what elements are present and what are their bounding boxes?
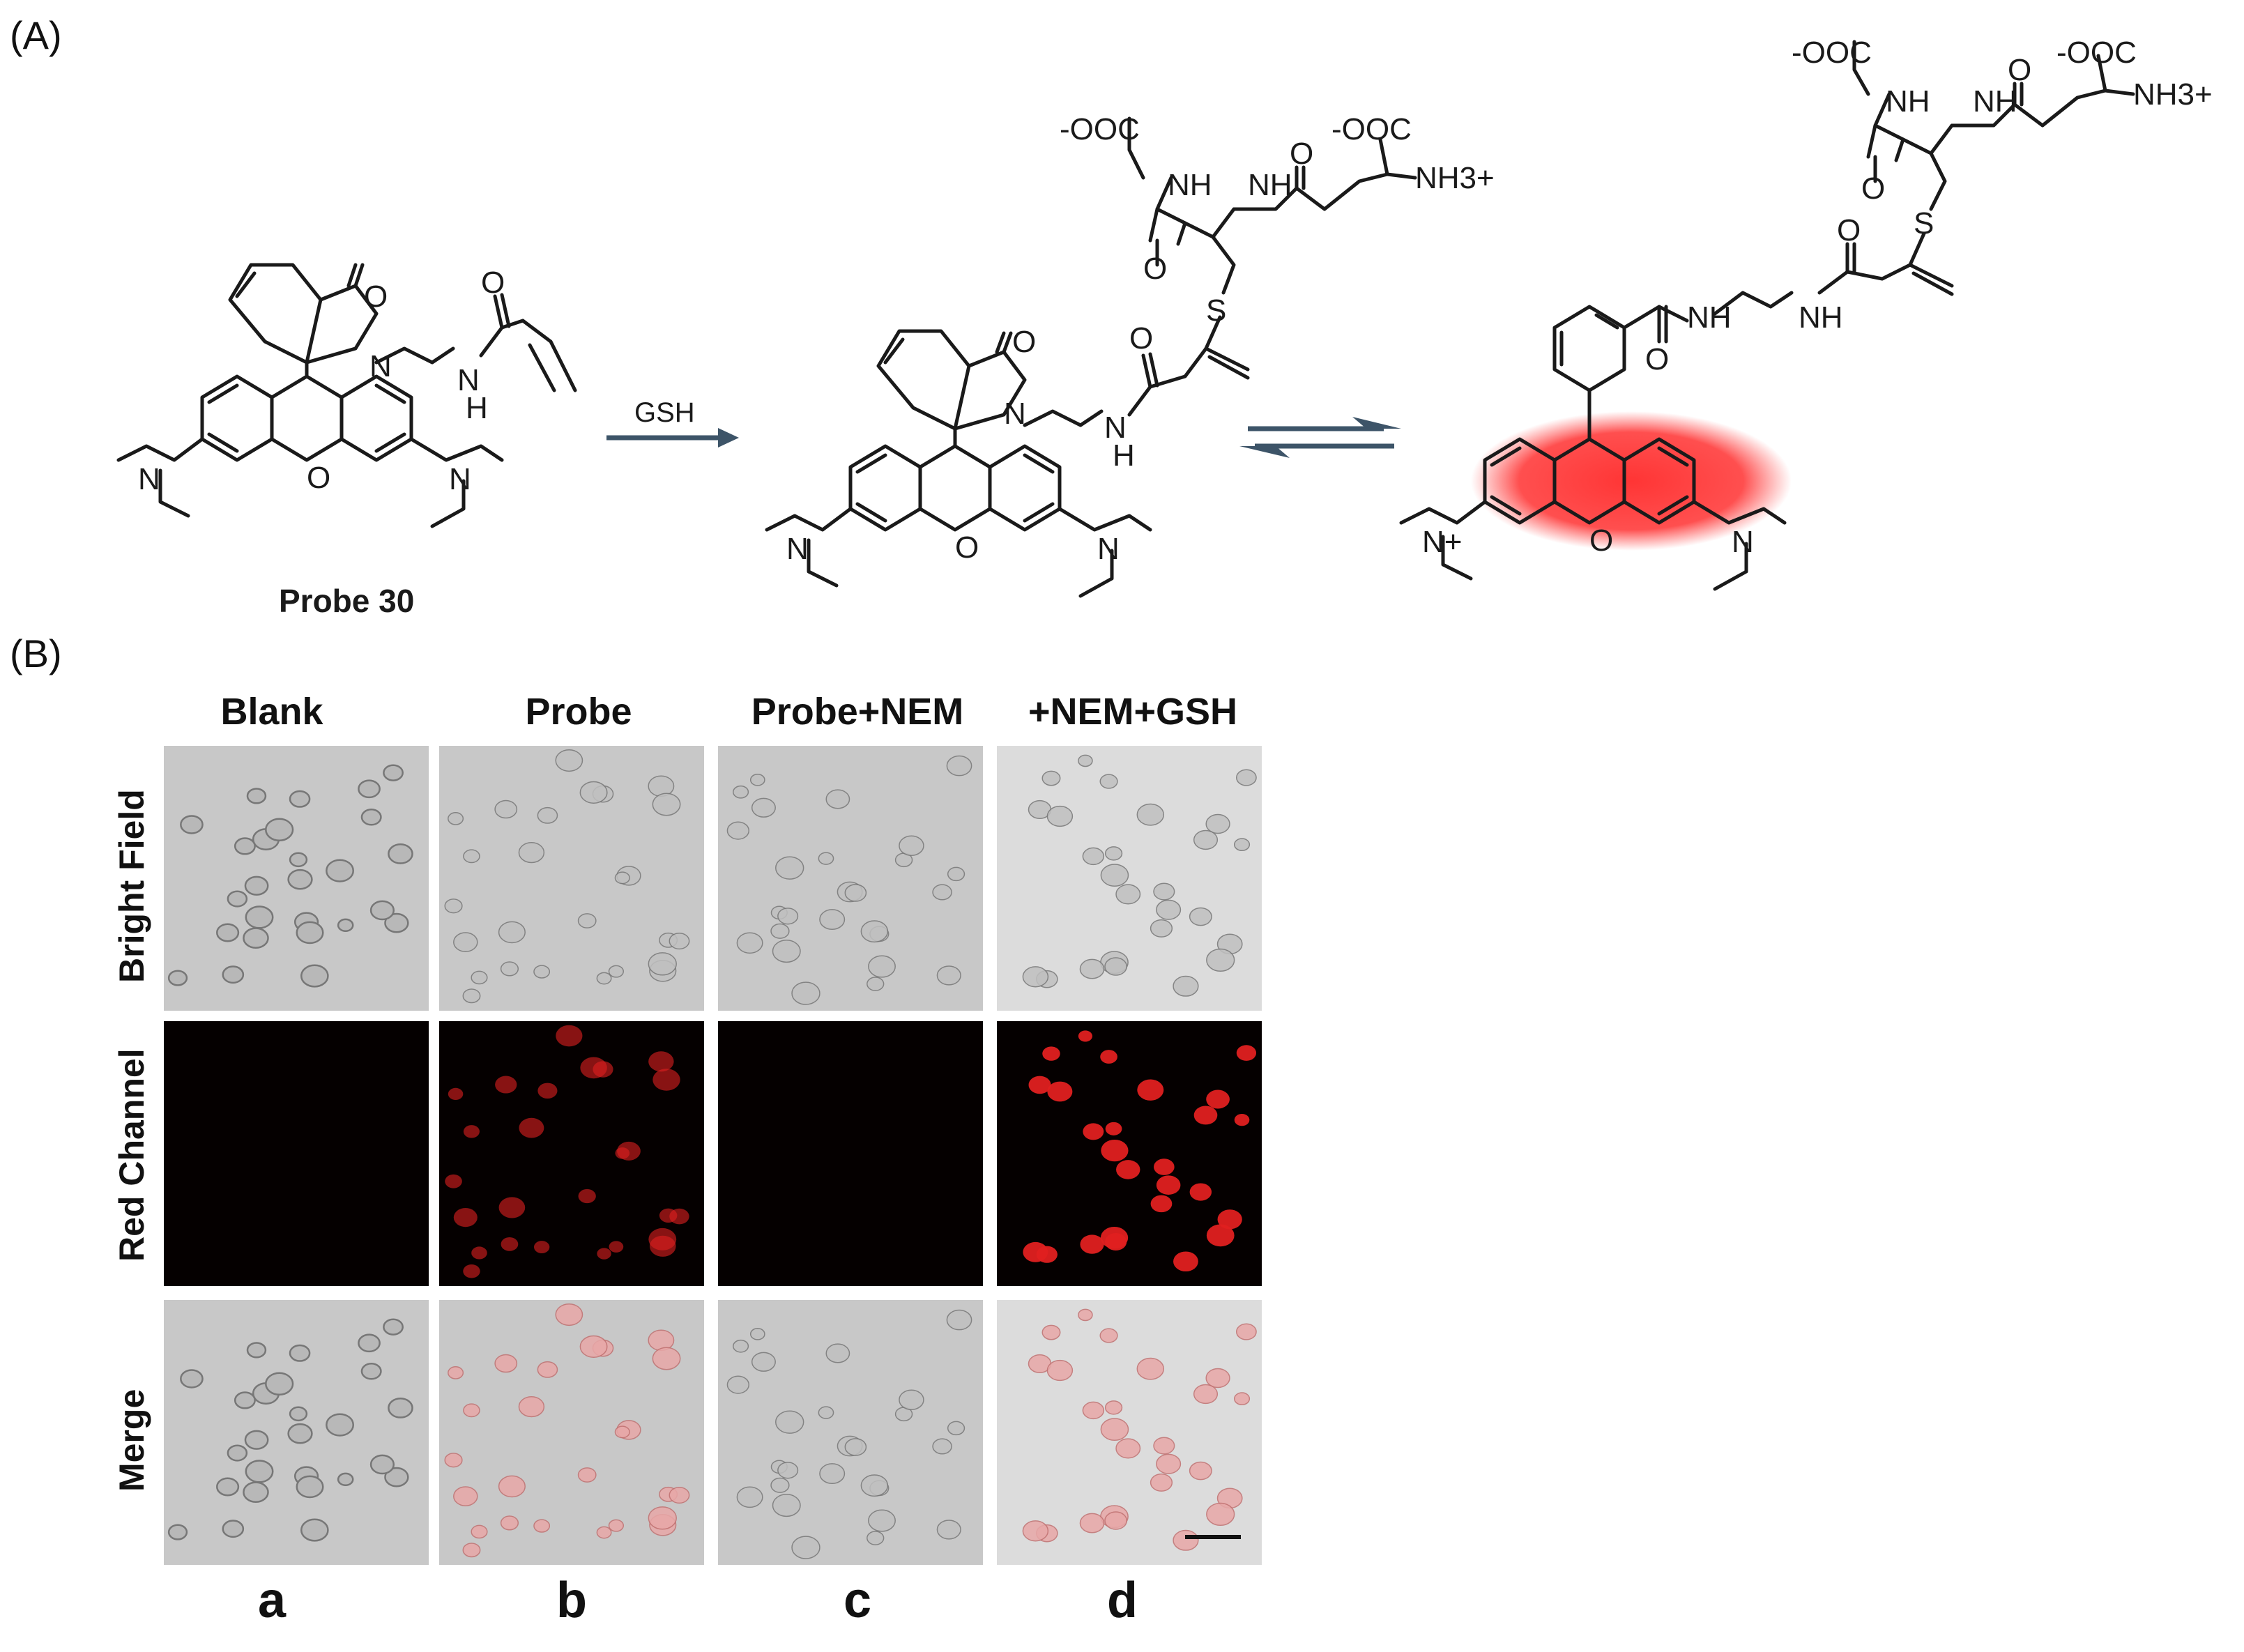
atom-nh: NH bbox=[1973, 84, 2017, 118]
image-merge-probe-nem bbox=[718, 1300, 983, 1565]
image-merge-nem-gsh bbox=[997, 1300, 1262, 1565]
column-letter-a: a bbox=[257, 1573, 287, 1628]
atom-nh: NH bbox=[1687, 300, 1732, 335]
column-letter-b: b bbox=[556, 1573, 587, 1628]
column-letter-d: d bbox=[1107, 1573, 1138, 1628]
atom-o: O bbox=[1837, 213, 1861, 247]
column-header-blank: Blank bbox=[220, 691, 323, 733]
image-red-channel-blank bbox=[164, 1021, 429, 1286]
probe-30-structure: N O N O N N H O bbox=[116, 263, 577, 528]
column-header-probe-nem: Probe+NEM bbox=[751, 691, 964, 733]
atom-o: O bbox=[1012, 325, 1036, 359]
atom-o: O bbox=[1290, 137, 1313, 171]
atom-s: S bbox=[1914, 206, 1934, 240]
image-bright-field-probe-nem bbox=[718, 746, 983, 1011]
atom-o: O bbox=[1645, 342, 1669, 376]
image-bright-field-probe bbox=[439, 746, 704, 1011]
gsh-adduct-open-structure: N+ O N O NH NH O S O NH O NH -OOC -OOC N… bbox=[1399, 36, 2213, 591]
ammonium-label: NH3+ bbox=[2133, 77, 2213, 112]
atom-o: O bbox=[1589, 523, 1613, 558]
atom-nh: NH bbox=[1168, 168, 1212, 202]
equilibrium-arrow-back-head bbox=[1239, 446, 1290, 458]
atom-o: O bbox=[2008, 53, 2031, 87]
row-header-merge: Merge bbox=[112, 1389, 151, 1492]
reaction-scheme: N O N O N N H O Probe 30 GSH bbox=[116, 36, 2213, 619]
atom-n: N bbox=[457, 363, 480, 397]
row-header-bright-field: Bright Field bbox=[112, 789, 151, 983]
atom-h: H bbox=[1113, 438, 1135, 473]
atom-n: N bbox=[449, 462, 471, 496]
atom-s: S bbox=[1206, 293, 1226, 328]
atom-n: N bbox=[138, 462, 160, 496]
image-merge-probe bbox=[439, 1300, 704, 1565]
gsh-adduct-spiro-structure: N O N O N N H O S O NH O NH -OOC -OOC NH… bbox=[765, 112, 1495, 598]
row-header-red-channel: Red Channel bbox=[112, 1048, 151, 1262]
atom-nh: NH bbox=[1886, 84, 1930, 118]
column-header-probe: Probe bbox=[525, 691, 632, 733]
atom-o: O bbox=[481, 266, 505, 300]
image-bright-field-blank bbox=[164, 746, 429, 1011]
probe-name-label: Probe 30 bbox=[279, 583, 414, 619]
atom-o: O bbox=[955, 530, 979, 565]
atom-o: O bbox=[1129, 321, 1153, 355]
carboxylate-label: -OOC bbox=[1060, 112, 1140, 146]
image-bright-field-nem-gsh bbox=[997, 746, 1262, 1011]
panel-b-label: (B) bbox=[10, 632, 62, 675]
carboxylate-label: -OOC bbox=[1792, 36, 1872, 70]
atom-n: N bbox=[786, 532, 809, 566]
atom-o: O bbox=[307, 461, 330, 495]
carboxylate-label: -OOC bbox=[1331, 112, 1412, 146]
carboxylate-label: -OOC bbox=[2056, 36, 2137, 70]
atom-n: N bbox=[1104, 411, 1127, 445]
atom-h: H bbox=[466, 391, 488, 425]
atom-o: O bbox=[1143, 252, 1167, 286]
image-merge-blank bbox=[164, 1300, 429, 1565]
column-header-nem-gsh: +NEM+GSH bbox=[1028, 691, 1238, 733]
atom-nh: NH bbox=[1248, 168, 1292, 202]
ammonium-label: NH3+ bbox=[1415, 161, 1495, 195]
atom-n: N bbox=[369, 349, 392, 383]
fluorescence-glow bbox=[1471, 411, 1792, 551]
image-red-channel-nem-gsh bbox=[997, 1021, 1262, 1286]
atom-nh: NH bbox=[1799, 300, 1843, 335]
atom-n: N bbox=[1097, 532, 1120, 566]
atom-o: O bbox=[364, 280, 388, 314]
atom-n-plus: N+ bbox=[1422, 525, 1462, 559]
panel-a-label: (A) bbox=[10, 13, 62, 57]
equilibrium-arrow-forward-head bbox=[1352, 417, 1401, 429]
column-letter-c: c bbox=[843, 1573, 872, 1628]
atom-n: N bbox=[1004, 397, 1026, 431]
atom-o: O bbox=[1861, 171, 1885, 206]
atom-n: N bbox=[1732, 525, 1754, 559]
image-red-channel-probe-nem bbox=[718, 1021, 983, 1286]
reaction-arrow-head bbox=[718, 428, 739, 448]
image-red-channel-probe bbox=[439, 1021, 704, 1286]
reagent-label: GSH bbox=[634, 397, 695, 428]
